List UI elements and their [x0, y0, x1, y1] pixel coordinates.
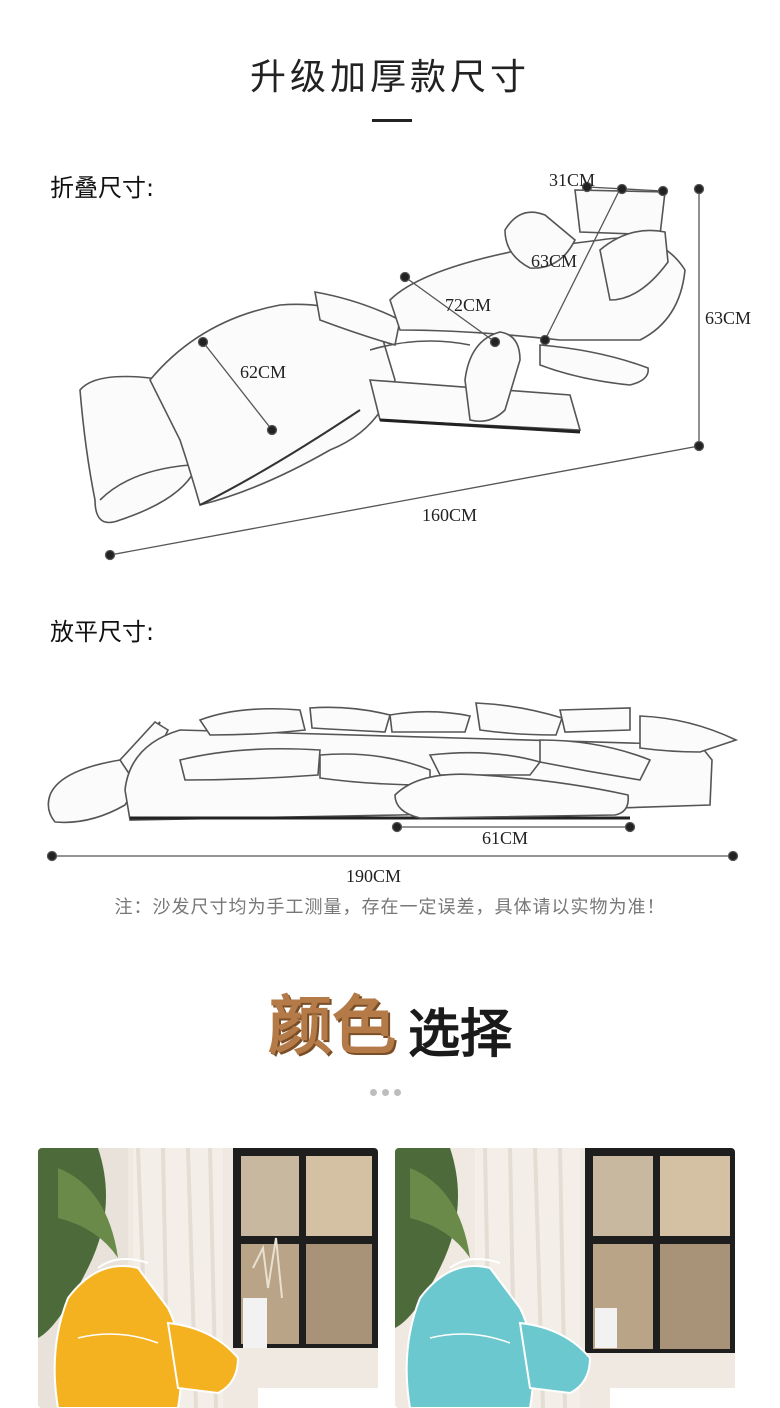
- dim-total-height: 63CM: [705, 308, 752, 328]
- color-choice-heading: 颜色选择: [0, 975, 780, 1067]
- color-heading-part2: 选择: [407, 1005, 512, 1065]
- dim-armrest-length: 61CM: [482, 828, 529, 848]
- color-heading-part1: 颜色: [267, 990, 396, 1064]
- dim-head-width: 31CM: [549, 170, 596, 190]
- dim-seat-width: 62CM: [240, 362, 287, 382]
- measurement-note: 注：沙发尺寸均为手工测量，存在一定误差，具体请以实物为准！: [114, 897, 666, 918]
- dim-seat-depth: 72CM: [445, 295, 492, 315]
- title-underline: [372, 119, 412, 122]
- dim-flat-length: 190CM: [346, 866, 402, 886]
- flat-sofa-drawing: [46, 702, 739, 862]
- dim-total-length: 160CM: [422, 505, 478, 525]
- page-title: 升级加厚款尺寸: [249, 57, 530, 98]
- folded-sofa-drawing: [79, 181, 705, 561]
- flat-size-label: 放平尺寸:: [50, 618, 155, 646]
- product-photo-yellow[interactable]: [38, 1148, 378, 1408]
- product-photo-teal[interactable]: [395, 1148, 735, 1408]
- dim-backrest-height: 63CM: [531, 251, 578, 271]
- pagination-dots: [370, 1081, 414, 1096]
- folded-size-label: 折叠尺寸:: [50, 174, 155, 202]
